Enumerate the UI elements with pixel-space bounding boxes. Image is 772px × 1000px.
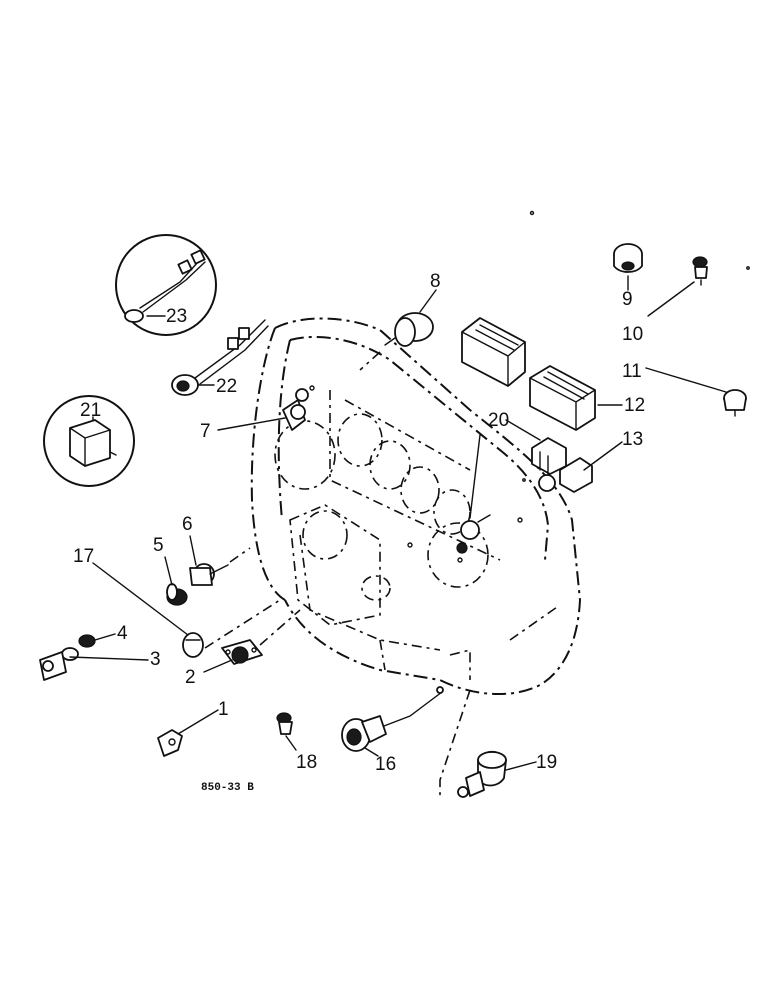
callout-label-13: 13 xyxy=(622,429,643,450)
stray-marks xyxy=(522,210,750,482)
callout-label-10: 10 xyxy=(622,324,643,345)
callout-label-18: 18 xyxy=(296,752,317,773)
callout-label-3: 3 xyxy=(150,649,161,670)
part-5-bulb xyxy=(164,556,188,606)
part-7-bracket xyxy=(217,388,309,431)
part-17-socket xyxy=(341,686,444,757)
inset-harness-circle xyxy=(115,234,217,336)
callout-label-17: 16 xyxy=(375,754,396,775)
callout-label-9: 9 xyxy=(622,289,633,310)
panel-lamp xyxy=(456,434,491,554)
callout-label-8: 8 xyxy=(430,271,441,292)
callout-label-5: 5 xyxy=(153,535,164,556)
part-4-spring xyxy=(78,633,116,648)
part-8-gauge xyxy=(359,289,437,371)
part-9-switch xyxy=(613,243,643,291)
part-2-flange xyxy=(203,639,263,673)
callout-label-21: 20 xyxy=(488,410,509,431)
callout-label-4: 4 xyxy=(117,623,128,644)
part-10-sender xyxy=(647,256,708,317)
instrument-panel-housing xyxy=(250,317,582,800)
assembly-leaders xyxy=(204,599,301,649)
part-3-switch xyxy=(39,647,149,681)
callout-label-16: 19 xyxy=(536,752,557,773)
part-19-holder xyxy=(92,562,204,658)
callout-label-12: 12 xyxy=(624,395,645,416)
part-1-sender xyxy=(157,709,219,757)
part-11-sender xyxy=(645,367,747,417)
reference-code: 850-33 B xyxy=(201,782,254,794)
callout-label-2: 2 xyxy=(185,667,196,688)
callout-label-20: 21 xyxy=(80,400,101,421)
callout-label-22: 22 xyxy=(216,376,237,397)
part-18-sender xyxy=(276,712,297,751)
callout-23: 23 xyxy=(146,306,187,327)
callout-label-11: 11 xyxy=(622,361,642,382)
callout-label-23: 23 xyxy=(166,306,187,327)
part-6-socket xyxy=(189,535,251,586)
part-21-connector xyxy=(505,419,567,475)
callout-label-1: 1 xyxy=(218,699,229,720)
harness-assembly xyxy=(171,319,269,396)
callout-label-7: 7 xyxy=(200,421,211,442)
inset-relay-circle xyxy=(43,395,135,487)
callout-label-6: 6 xyxy=(182,514,193,535)
part-13-switch xyxy=(538,441,623,493)
part-16-switch xyxy=(457,750,537,798)
callout-label-19: 17 xyxy=(73,546,94,567)
part-12-module xyxy=(461,317,623,431)
